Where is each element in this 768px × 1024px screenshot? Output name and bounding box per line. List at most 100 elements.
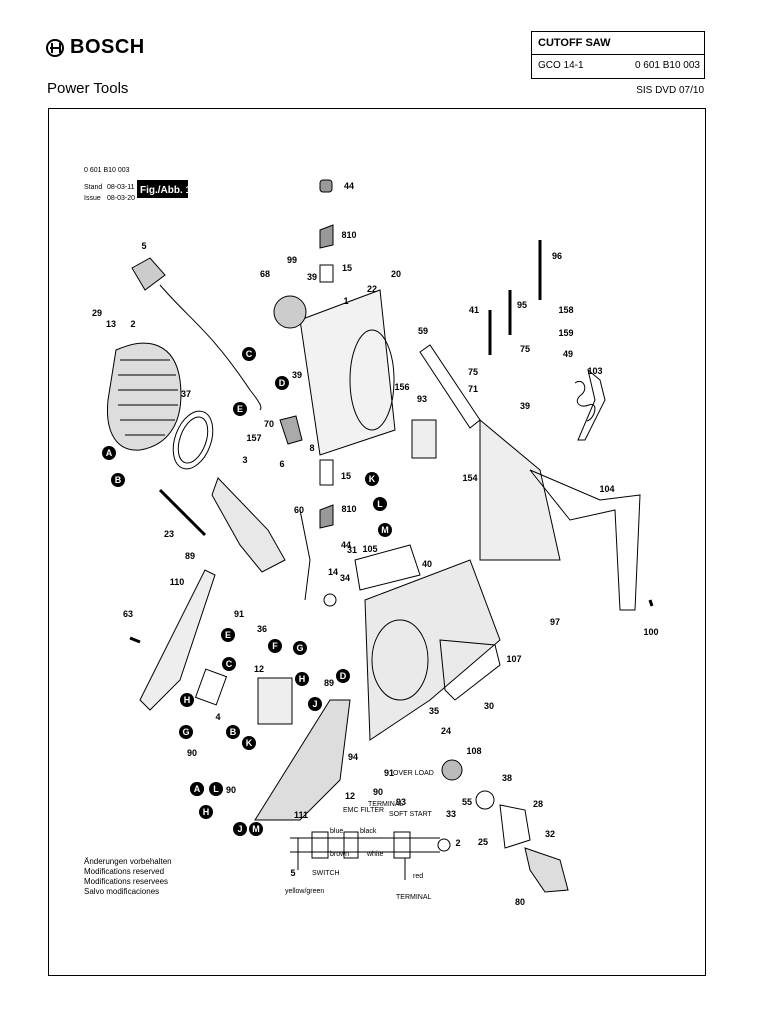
callout-107: 107 xyxy=(506,654,521,664)
callout-37: 37 xyxy=(181,389,191,399)
svg-text:F: F xyxy=(272,641,278,651)
callout-6: 6 xyxy=(279,459,284,469)
edition-label: SIS DVD 07/10 xyxy=(636,85,704,96)
callout-96: 96 xyxy=(552,251,562,261)
connector-markers: A B C D E C E F G G H J D K L M A B H K … xyxy=(102,347,392,836)
svg-text:B: B xyxy=(230,727,237,737)
svg-text:L: L xyxy=(377,499,383,509)
note-line: Änderungen vorbehalten xyxy=(84,857,172,866)
wire-brown-label: brown xyxy=(330,851,349,858)
callout-39-top: 39 xyxy=(307,272,317,282)
callout-63: 63 xyxy=(123,609,133,619)
callout-12-top: 12 xyxy=(254,664,264,674)
connector-E-lower: E xyxy=(221,628,235,642)
callout-24: 24 xyxy=(441,726,451,736)
bracket-60-drawing xyxy=(299,509,311,601)
fan-baffle-inner xyxy=(177,416,209,464)
figure-label: Fig./Abb. 1 xyxy=(140,185,192,196)
emc-filter-symbol xyxy=(343,831,359,859)
callout-75-left: 75 xyxy=(468,367,478,377)
brand-subtitle: Power Tools xyxy=(47,80,129,97)
callout-5-lower: 5 xyxy=(290,868,295,878)
connector-M-lower: M xyxy=(249,822,263,836)
callout-97: 97 xyxy=(550,617,560,627)
callout-40: 40 xyxy=(422,559,432,569)
callout-32: 32 xyxy=(545,829,555,839)
callout-90-lower: 90 xyxy=(226,785,236,795)
connector-B-lower: B xyxy=(226,725,240,739)
handle-40-drawing xyxy=(354,544,421,591)
callout-4-top: 4 xyxy=(215,712,220,722)
callout-70: 70 xyxy=(264,419,274,429)
modification-notes: Änderungen vorbehalten Modifications res… xyxy=(84,857,172,897)
connector-D: D xyxy=(275,376,289,390)
callout-91-top: 91 xyxy=(234,609,244,619)
cord-grommet-drawing xyxy=(279,415,303,445)
power-cord-plug-drawing xyxy=(131,257,166,291)
connector-J-lower: J xyxy=(233,822,247,836)
callout-3: 3 xyxy=(242,455,247,465)
callout-1: 1 xyxy=(343,296,348,306)
bearing-38-drawing xyxy=(475,790,495,810)
callout-49: 49 xyxy=(563,349,573,359)
product-title: CUTOFF SAW xyxy=(538,37,611,49)
callout-90-terminal: 90 xyxy=(373,787,383,797)
figure-info: 0 601 B10 003 Stand Issue 08-03-11 08-03… xyxy=(84,167,192,202)
svg-text:C: C xyxy=(246,349,253,359)
callout-93-top: 93 xyxy=(417,394,427,404)
connector-M: M xyxy=(378,523,392,537)
callout-35: 35 xyxy=(429,706,439,716)
connector-A: A xyxy=(102,446,116,460)
connector-H-bottom: H xyxy=(199,805,213,819)
handle-107-drawing xyxy=(439,639,501,701)
callout-99: 99 xyxy=(287,255,297,265)
callout-75-right: 75 xyxy=(520,344,530,354)
callout-810: 810 xyxy=(341,230,356,240)
switch-box-drawing xyxy=(257,677,293,725)
svg-text:D: D xyxy=(279,378,286,388)
svg-text:K: K xyxy=(246,738,253,748)
callout-31: 31 xyxy=(347,545,357,555)
title-block: CUTOFF SAW GCO 14-1 0 601 B10 003 xyxy=(531,31,705,79)
connector-G: G xyxy=(293,641,307,655)
svg-text:J: J xyxy=(312,699,317,709)
callout-5: 5 xyxy=(141,241,146,251)
svg-text:M: M xyxy=(381,525,389,535)
wire-white-label: white xyxy=(366,851,383,858)
gear-housing-opening xyxy=(371,619,429,701)
connector-H: H xyxy=(295,672,309,686)
wiring-terminal-bottom-label: TERMINAL xyxy=(396,894,432,901)
connector-F: F xyxy=(268,639,282,653)
screw-63-drawing xyxy=(129,636,141,644)
soft-start-module-drawing xyxy=(411,419,437,459)
motor-housing-drawing xyxy=(299,289,396,456)
wire-blue-label: blue xyxy=(330,828,343,835)
gear-108-drawing xyxy=(441,759,463,781)
wiring-diagram: OVER LOAD EMC FILTER TERMINAL SOFT START… xyxy=(285,770,451,901)
connector-L-lower: L xyxy=(209,782,223,796)
diagram-frame xyxy=(48,108,706,976)
callout-29: 29 xyxy=(92,308,102,318)
part-drawings xyxy=(106,179,654,893)
stand-date: 08-03-11 xyxy=(107,184,135,191)
callout-59: 59 xyxy=(418,326,428,336)
brand-name: BOSCH xyxy=(70,36,145,58)
wiring-emc-filter-label: EMC FILTER xyxy=(343,807,384,814)
callout-100: 100 xyxy=(643,627,658,637)
stator-drawing xyxy=(106,342,182,451)
screw-100-drawing xyxy=(648,599,654,607)
vise-arm-drawing xyxy=(529,469,641,611)
callout-104: 104 xyxy=(599,484,614,494)
brand-logo: BOSCH xyxy=(46,36,145,59)
svg-text:D: D xyxy=(340,671,347,681)
callout-23: 23 xyxy=(164,529,174,539)
callout-55: 55 xyxy=(462,797,472,807)
svg-text:M: M xyxy=(252,824,260,834)
callout-108: 108 xyxy=(466,746,481,756)
armature-drawing xyxy=(211,477,286,573)
callout-105: 105 xyxy=(362,544,377,554)
part-callouts: 44 810 15 1 8 5 68 99 39 39 20 22 59 96 … xyxy=(92,181,659,907)
spindle-25-drawing xyxy=(499,804,531,849)
note-line: Modifications reserved xyxy=(84,867,165,876)
model-number: GCO 14-1 xyxy=(538,60,584,71)
